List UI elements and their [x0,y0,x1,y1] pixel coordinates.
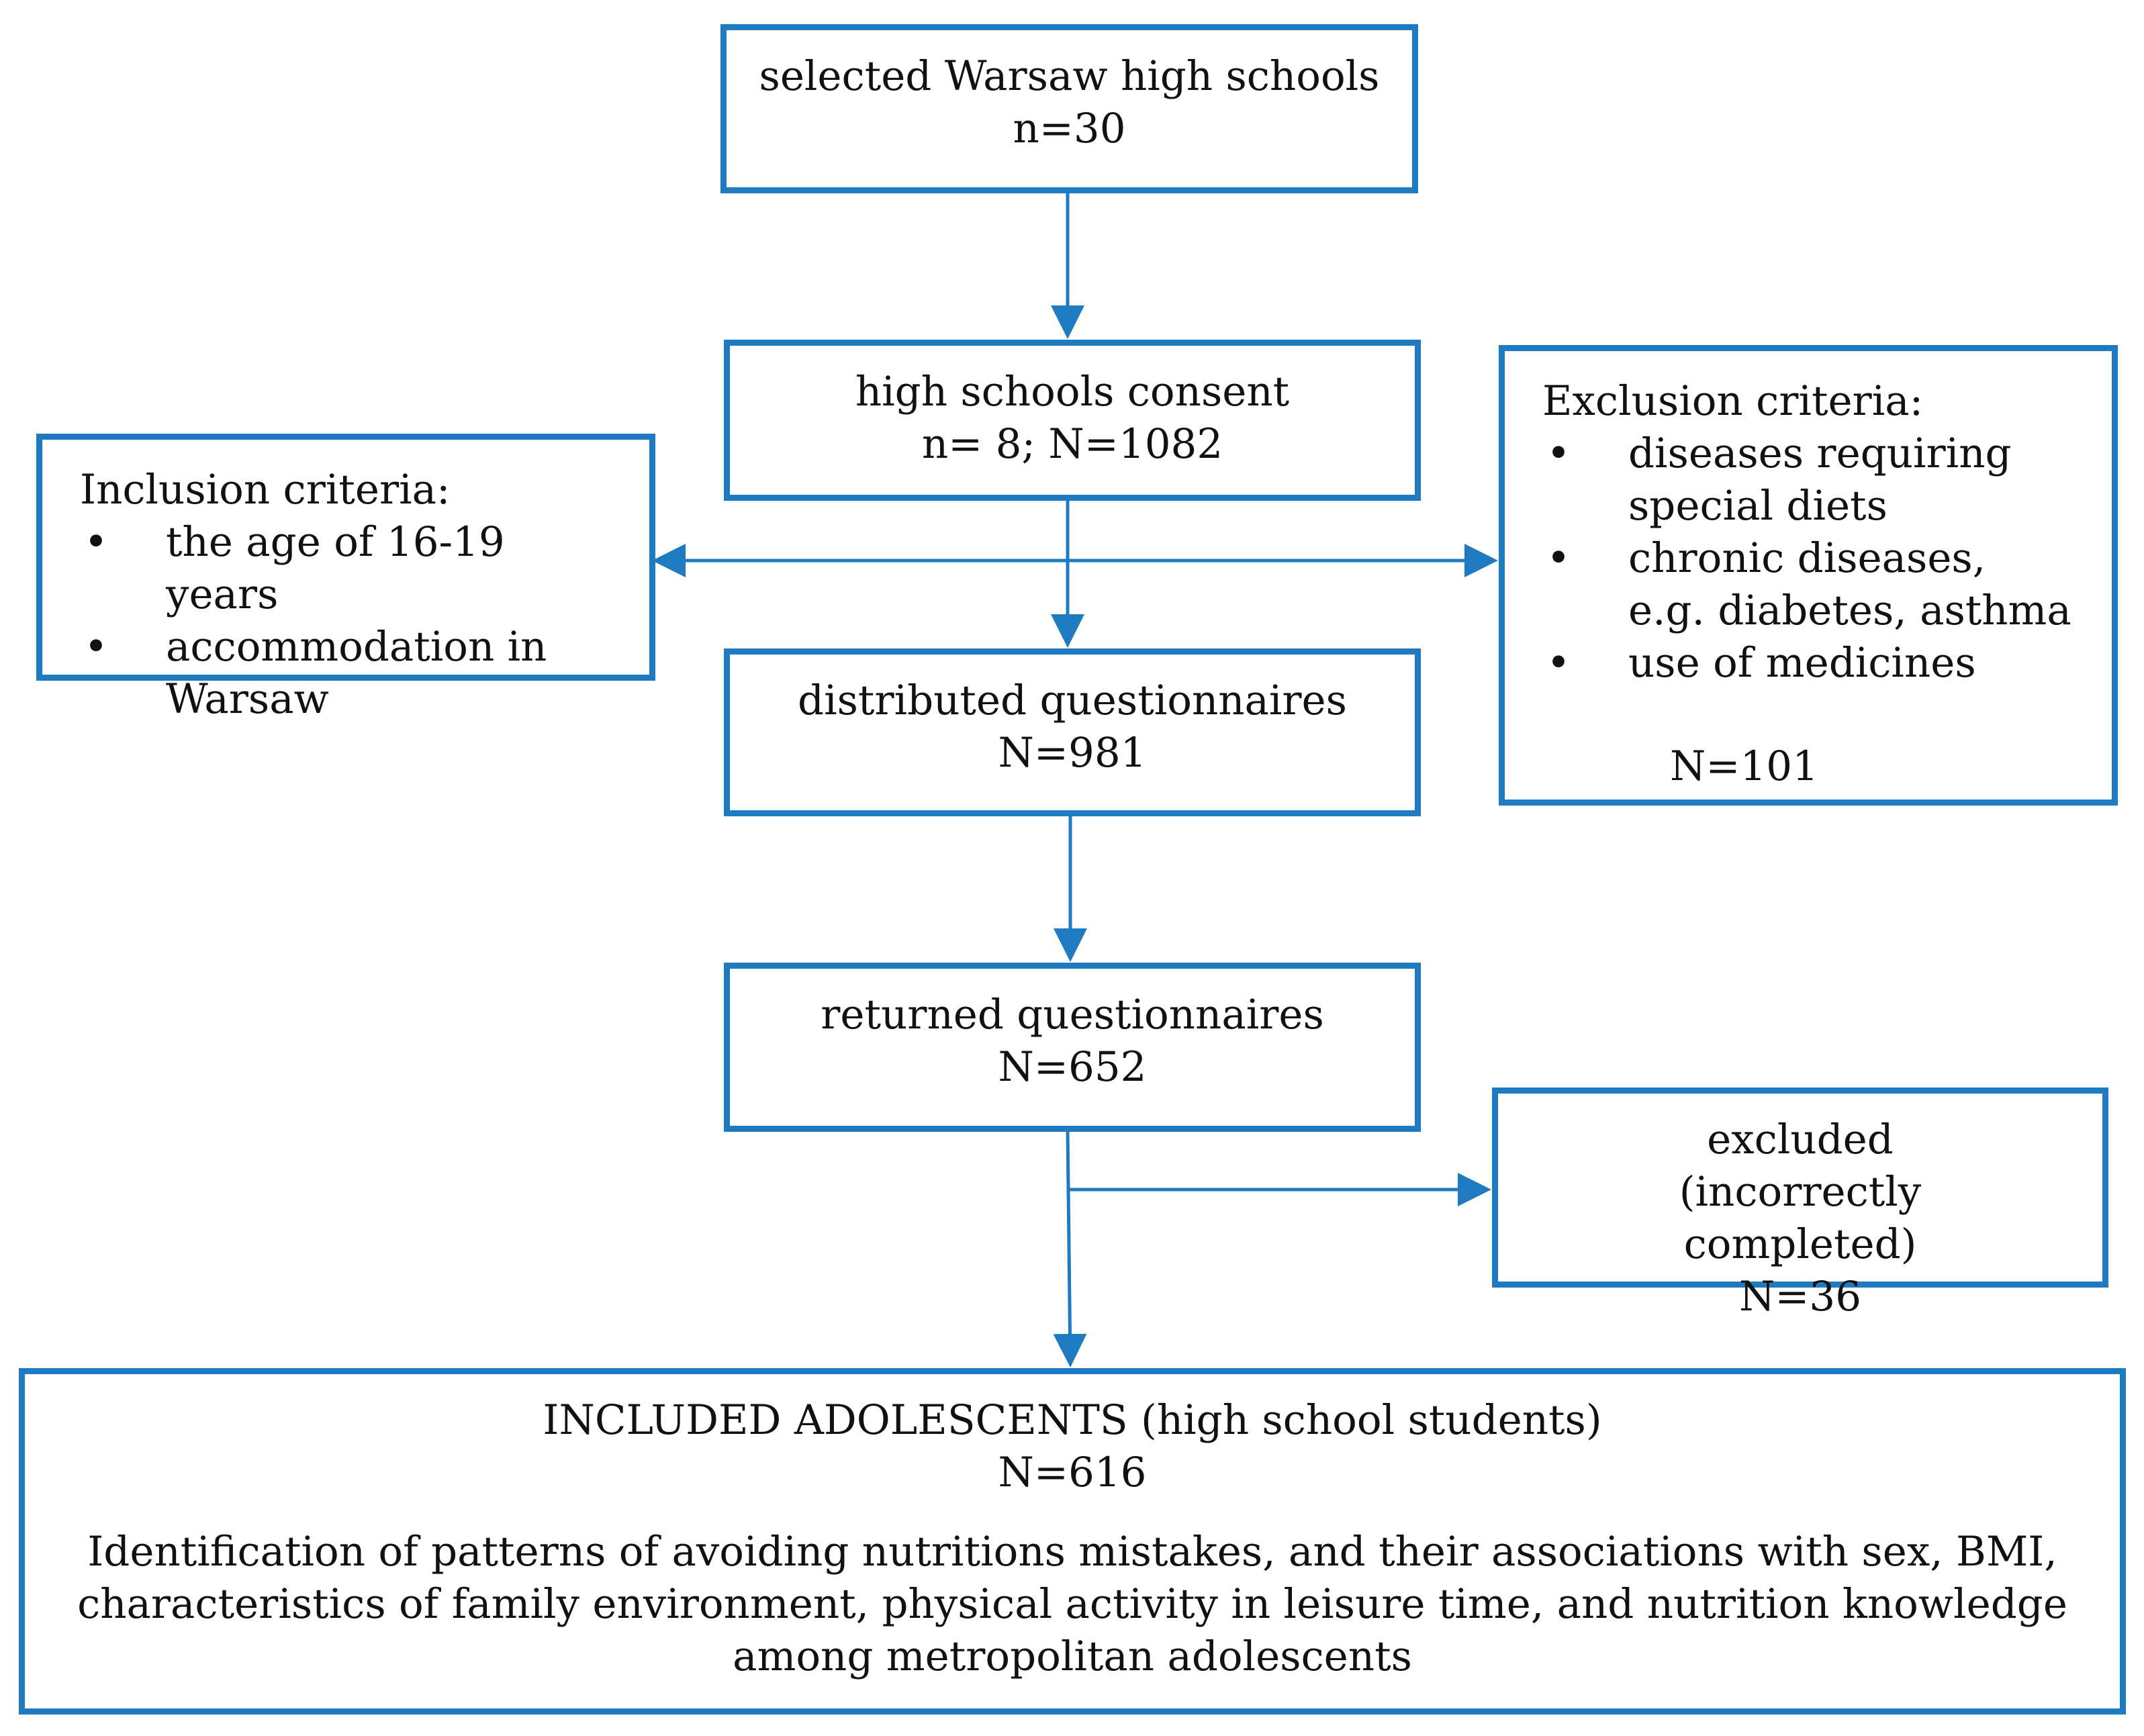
included-description: Identification of patterns of avoiding n… [77,1528,2067,1680]
exclusion-criteria-box: Exclusion criteria: • diseases requiring… [1499,345,2118,806]
exclusion-item-diets: diseases requiring special diets [1628,430,2012,530]
exclusion-count: N=101 [1670,742,1818,790]
exclusion-item-chronic: chronic diseases, e.g. diabetes, asthma [1628,534,2071,634]
schools-consent-box: high schools consent n= 8; N=1082 [724,340,1421,501]
schools-consent-title: high schools consent [855,368,1290,416]
bullet-icon: • [84,623,108,671]
list-item: • the age of 16-19 years [80,516,622,621]
arrow-returned-to-included [1053,1129,1087,1367]
list-item: • diseases requiring special diets [1542,428,2018,532]
selected-schools-title: selected Warsaw high schools [759,52,1380,100]
inclusion-criteria-title: Inclusion criteria: [80,466,451,514]
distributed-count: N=981 [998,729,1147,777]
distributed-questionnaires-box: distributed questionnaires N=981 [724,648,1421,816]
bullet-icon: • [1546,534,1571,582]
bullet-icon: • [84,518,108,566]
schools-consent-count: n= 8; N=1082 [921,420,1223,468]
included-count: N=616 [998,1449,1147,1496]
bullet-icon: • [1546,430,1571,477]
bullet-icon: • [1546,639,1571,687]
distributed-title: distributed questionnaires [798,677,1347,724]
list-item: • accommodation in Warsaw [80,621,582,726]
selected-schools-count: n=30 [1013,105,1126,152]
list-item: • chronic diseases, e.g. diabetes, asthm… [1542,532,2071,637]
included-adolescents-box: INCLUDED ADOLESCENTS (high school studen… [19,1368,2126,1715]
exclusion-item-medicines: use of medicines [1628,639,1976,687]
inclusion-criteria-box: Inclusion criteria: • the age of 16-19 y… [36,434,655,723]
included-title: INCLUDED ADOLESCENTS (high school studen… [543,1396,1602,1444]
excluded-incorrect-title: excluded (incorrectly completed) [1679,1116,1922,1268]
returned-count: N=652 [998,1043,1147,1091]
excluded-incorrect-box: excluded (incorrectly completed) N=36 [1492,1088,2108,1320]
excluded-incorrect-count: N=36 [1738,1273,1862,1320]
list-item: • use of medicines [1542,637,2085,689]
selected-schools-box: selected Warsaw high schools n=30 [720,24,1418,193]
inclusion-criteria-list: • the age of 16-19 years • accommodation… [80,516,622,726]
inclusion-item-age: the age of 16-19 years [166,518,505,618]
returned-title: returned questionnaires [821,991,1324,1039]
returned-questionnaires-box: returned questionnaires N=652 [724,963,1421,1132]
inclusion-item-accommodation: accommodation in Warsaw [166,623,547,723]
exclusion-criteria-list: • diseases requiring special diets • chr… [1542,428,2085,689]
exclusion-criteria-title: Exclusion criteria: [1542,377,1924,425]
